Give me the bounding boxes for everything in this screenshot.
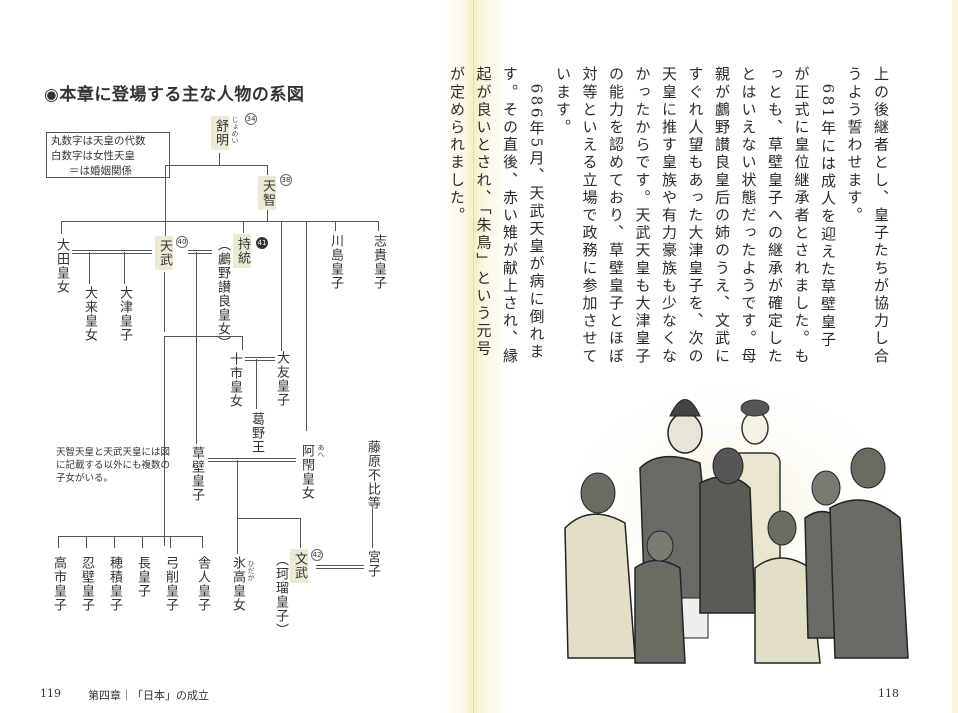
legend-box: 丸数字は天皇の代数 白数字は女性天皇 ＝は婚姻関係 [46, 132, 170, 178]
person-otsu: 大津皇子 [117, 286, 132, 342]
person-ota: 大田皇女 [54, 238, 69, 294]
person-fuhito: 藤原不比等 [365, 440, 380, 510]
person-jomei: 舒明 [211, 116, 229, 150]
person-mommu: 文武 [290, 549, 308, 583]
right-courtier-figures [754, 447, 909, 664]
page-edge [952, 0, 958, 713]
person-oku: 大来皇女 [82, 286, 97, 342]
legend-line-2: 白数字は女性天皇 [51, 150, 135, 162]
chapter-label: 第四章｜「日本」の成立 [88, 689, 209, 702]
legend-line-3: ＝は婚姻関係 [69, 165, 132, 177]
page-number-left: 119 [40, 687, 61, 700]
left-page: ◉本章に登場する主な人物の系図 丸数字は天皇の代数 白数字は女性天皇 ＝は婚姻関… [0, 0, 473, 713]
prince-back-figure [699, 447, 756, 614]
legend-line-1: 丸数字は天皇の代数 [51, 135, 146, 147]
person-toneri: 舎人皇子 [195, 556, 210, 612]
paragraph-1: 上の後継者とし、皇子たちが協力し合うよう誓わせます。 [845, 66, 891, 366]
person-tenji: 天智 [258, 176, 276, 210]
person-karu: （珂瑠皇子） [273, 553, 288, 637]
paragraph-3: 686年5月、天武天皇が病に倒れます。その直後、赤い雉が献上され、縁起が良いとさ… [448, 66, 546, 366]
person-jito: 持統 [233, 234, 251, 268]
person-osakabe: 忍壁皇子 [79, 556, 94, 612]
person-naga: 長皇子 [135, 556, 150, 598]
person-hidaka: 氷高皇女 [230, 556, 245, 612]
reign-number-jomei: 34 [245, 113, 257, 125]
genealogy-note: 天智天皇と天武天皇には図に記載する以外にも複数の子女がいる。 [56, 447, 171, 484]
gutter-fold [473, 0, 474, 713]
genealogy-title: ◉本章に登場する主な人物の系図 [44, 85, 305, 105]
person-kadono: 葛野王 [249, 412, 264, 454]
reign-number-jito: 41 [256, 237, 268, 249]
left-courtier-figures [564, 472, 686, 664]
person-yuge: 弓削皇子 [163, 556, 178, 612]
person-hozumi: 穂積皇子 [107, 556, 122, 612]
ruby-jomei: じょめい [231, 116, 239, 144]
person-tochi: 十市皇女 [227, 352, 242, 408]
reign-number-tenmu: 40 [176, 236, 188, 248]
person-ahe: 阿閇皇女 [299, 444, 314, 500]
page-number-right: 118 [878, 687, 899, 700]
person-takechi: 高市皇子 [51, 556, 66, 612]
person-uno: （鸕野讃良皇女） [215, 238, 230, 350]
person-kawashima: 川島皇子 [328, 234, 343, 290]
body-text: 上の後継者とし、皇子たちが協力し合うよう誓わせます。 681年には成人を迎えた草… [444, 66, 895, 366]
paragraph-2: 681年には成人を迎えた草壁皇子が正式に皇位継承者とされました。もっとも、草壁皇… [554, 66, 837, 366]
person-kusakabe: 草壁皇子 [189, 446, 204, 502]
book-gutter [440, 0, 510, 713]
ruby-hidaka: ひだか [247, 560, 255, 581]
person-tenmu: 天武 [155, 236, 173, 270]
reign-number-tenji: 38 [280, 174, 292, 186]
reign-number-mommu: 42 [311, 549, 323, 561]
ruby-ahe: あへ [317, 444, 325, 458]
court-illustration [560, 388, 909, 664]
person-miyako: 宮子 [365, 550, 380, 578]
person-otomo: 大友皇子 [274, 351, 289, 407]
person-shiki: 志貴皇子 [371, 234, 386, 290]
